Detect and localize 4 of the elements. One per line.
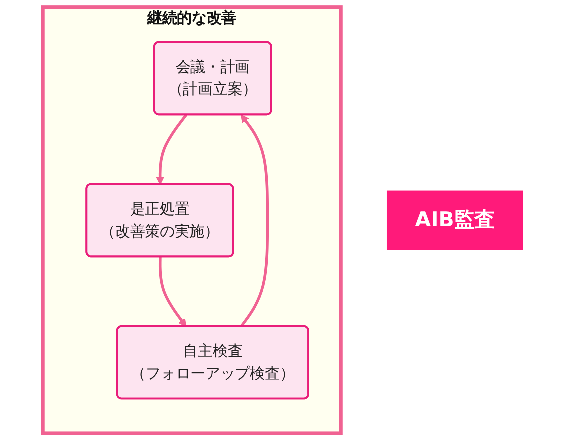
node-box: AIB監査: [387, 190, 524, 250]
arrow: [240, 114, 270, 328]
arrow: [158, 257, 187, 328]
arrow: [156, 114, 188, 186]
